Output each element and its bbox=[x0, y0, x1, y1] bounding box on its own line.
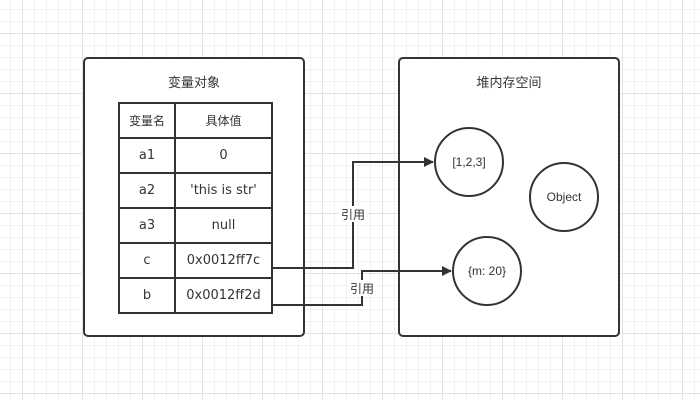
heap-object-label: [1,2,3] bbox=[452, 155, 485, 169]
heap-object-object: Object bbox=[529, 162, 599, 232]
table-header-row: 变量名 具体值 bbox=[118, 102, 273, 139]
variable-value-cell: null bbox=[174, 207, 273, 244]
table-row: a3 null bbox=[118, 207, 273, 244]
reference-label: 引用 bbox=[341, 208, 365, 222]
variable-object-title: 变量对象 bbox=[167, 76, 220, 91]
table-row: c 0x0012ff7c bbox=[118, 242, 273, 279]
header-variable-name: 变量名 bbox=[118, 102, 176, 139]
variable-name-cell: a3 bbox=[118, 207, 176, 244]
heap-object-label: {m: 20} bbox=[468, 264, 506, 278]
heap-object-circle bbox=[452, 236, 522, 306]
variable-name-cell: c bbox=[118, 242, 176, 279]
reference-arrow-c: 引用 bbox=[271, 157, 434, 269]
heap-object-array: [1,2,3] bbox=[434, 127, 504, 197]
variable-name-cell: b bbox=[118, 277, 176, 314]
heap-object-circle bbox=[434, 127, 504, 197]
reference-label: 引用 bbox=[350, 282, 374, 296]
variable-value-cell: 'this is str' bbox=[174, 172, 273, 209]
variable-value-cell: 0 bbox=[174, 137, 273, 174]
heap-memory-title: 堆内存空间 bbox=[476, 76, 542, 91]
variable-name-cell: a1 bbox=[118, 137, 176, 174]
header-value: 具体值 bbox=[174, 102, 273, 139]
variable-object-panel: 变量对象 变量名 具体值 a1 0 a2 'this is str' a3 nu… bbox=[83, 57, 305, 337]
variable-table: 变量名 具体值 a1 0 a2 'this is str' a3 null c … bbox=[118, 102, 273, 314]
heap-object-m20: {m: 20} bbox=[452, 236, 522, 306]
heap-object-circle bbox=[529, 162, 599, 232]
reference-arrow-b: 引用 bbox=[271, 266, 452, 306]
table-row: a1 0 bbox=[118, 137, 273, 174]
reference-label-bg bbox=[348, 280, 376, 296]
table-row: a2 'this is str' bbox=[118, 172, 273, 209]
variable-value-cell: 0x0012ff2d bbox=[174, 277, 273, 314]
heap-object-label: Object bbox=[547, 190, 582, 204]
variable-name-cell: a2 bbox=[118, 172, 176, 209]
variable-value-cell: 0x0012ff7c bbox=[174, 242, 273, 279]
table-row: b 0x0012ff2d bbox=[118, 277, 273, 314]
reference-label-bg bbox=[339, 206, 367, 222]
